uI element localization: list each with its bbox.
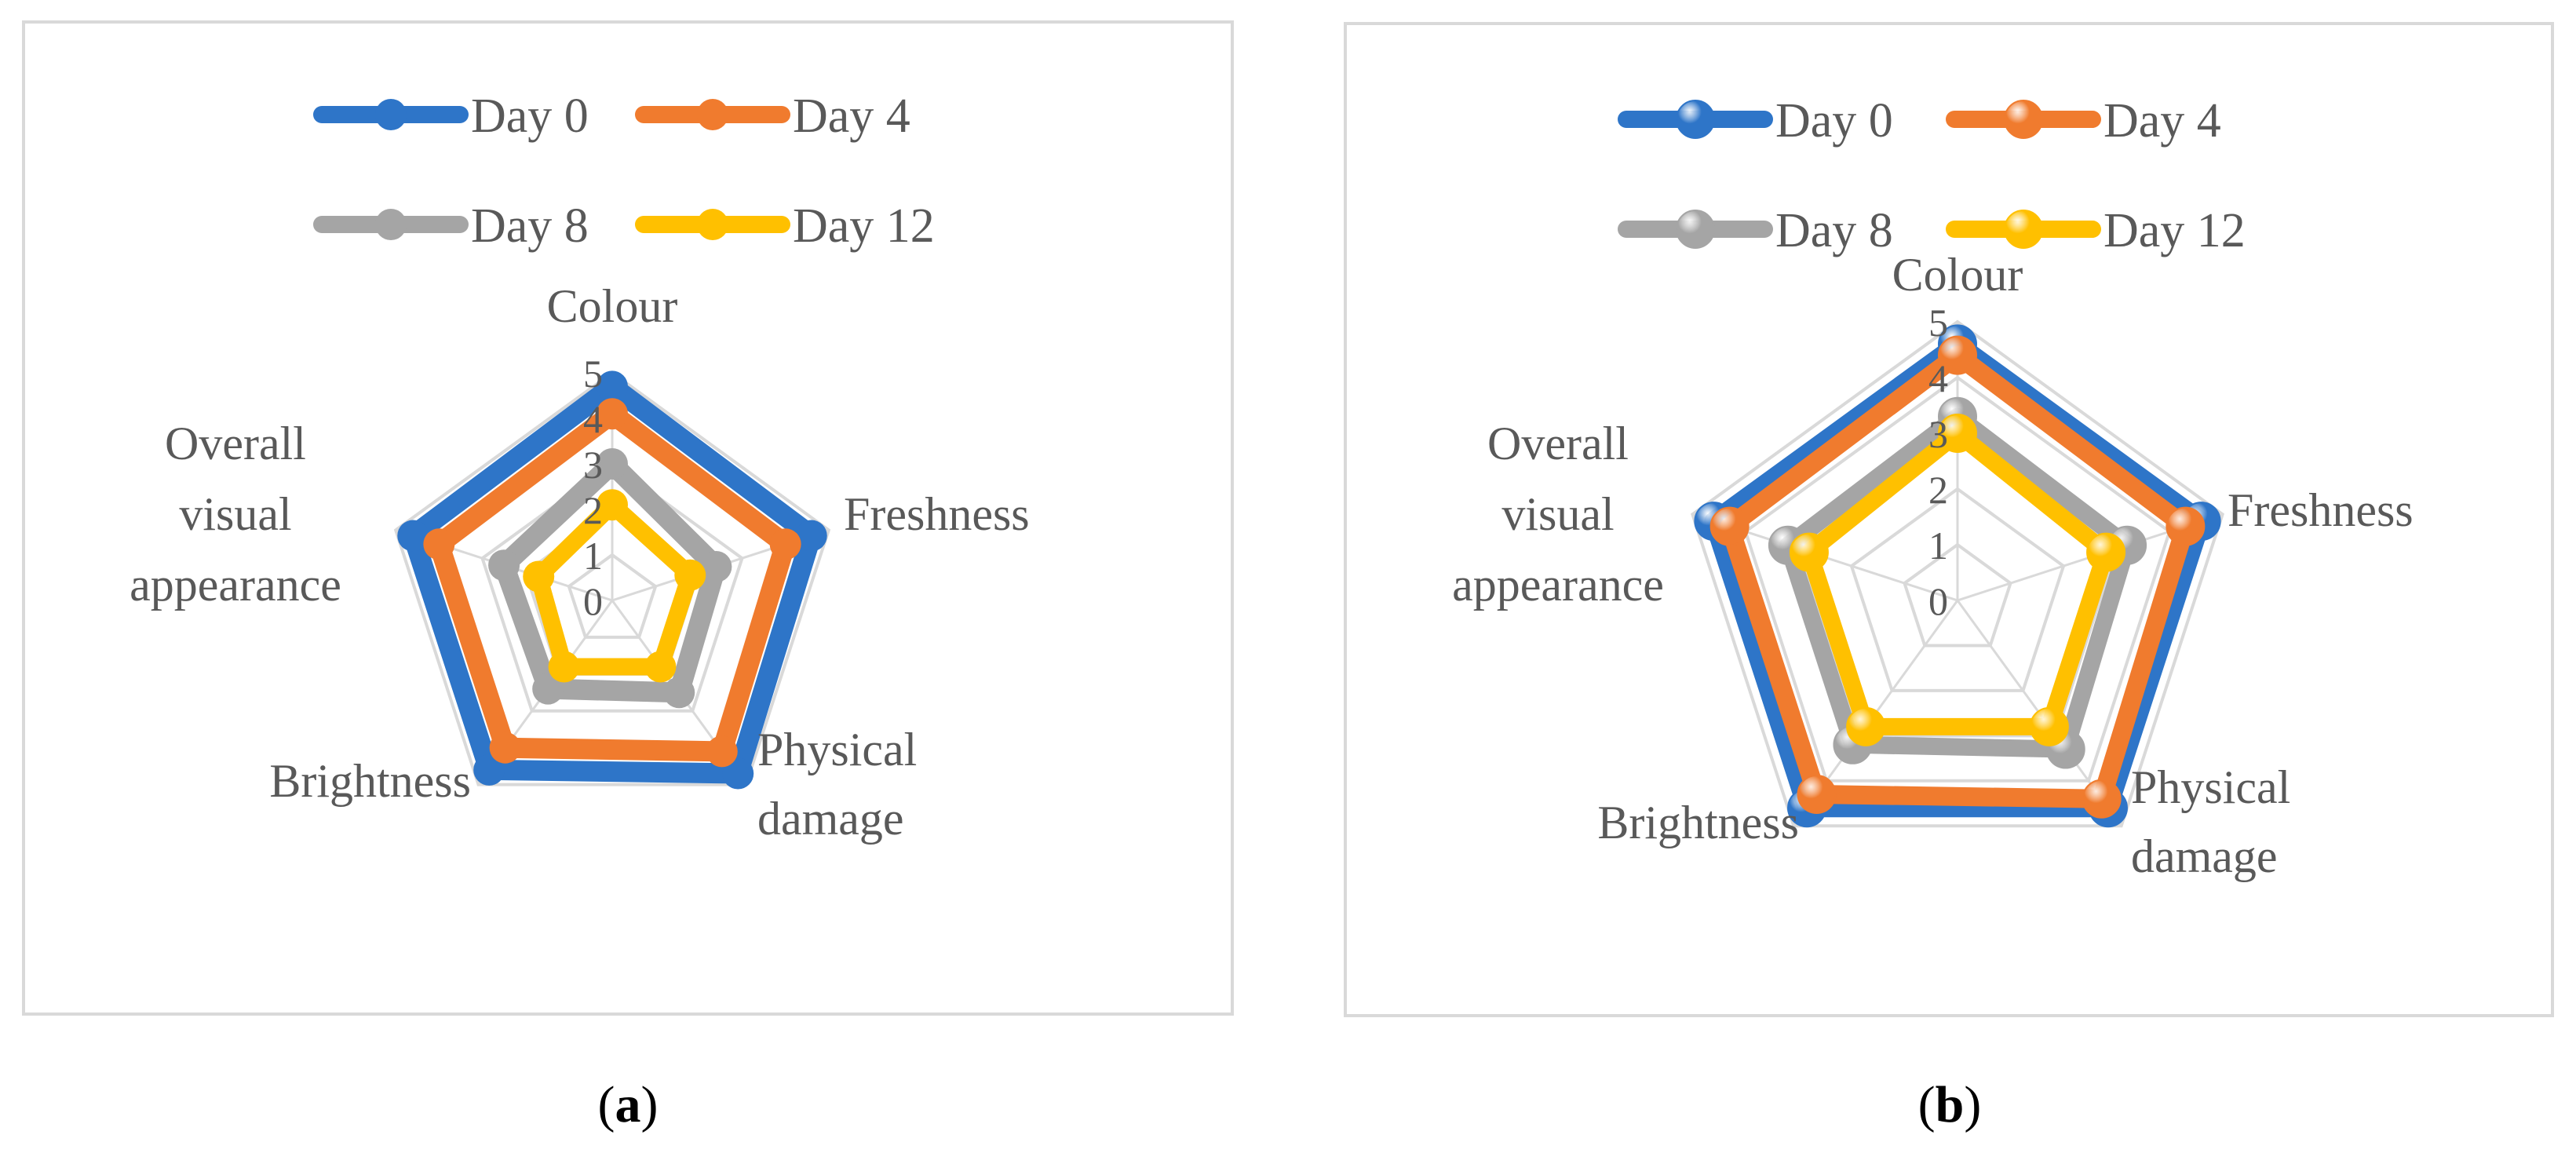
legend-item-day-12: Day 12	[1946, 204, 2246, 257]
legend-swatch-marker	[375, 209, 407, 240]
data-point-day-12-brightness	[548, 651, 580, 683]
series-line-day-8	[494, 454, 727, 703]
tick-label-2: 2	[1928, 468, 1948, 512]
data-point-day-12-overall-visual-appearance	[1789, 532, 1829, 572]
tick-label-0: 0	[583, 579, 603, 623]
legend-label: Day 12	[2103, 204, 2246, 257]
series-line-day-0	[1704, 334, 2211, 818]
data-point-day-4-brightness	[489, 732, 521, 764]
grid-ring-2	[1849, 487, 2066, 692]
data-point-day-4-brightness	[1797, 774, 1837, 814]
legend-label: Day 0	[471, 89, 589, 143]
axis-label-brightness: Brightness	[1597, 797, 1799, 848]
data-point-day-0-overall-visual-appearance	[397, 520, 429, 552]
data-point-day-8-colour	[597, 448, 628, 480]
tick-label-3: 3	[1928, 412, 1948, 456]
legend-swatch-marker	[697, 209, 728, 240]
tick-label-4: 4	[583, 397, 603, 441]
axis-label-brightness: Brightness	[269, 755, 471, 807]
legend-item-day-0: Day 0	[313, 89, 589, 143]
series-line-day-0	[403, 376, 822, 784]
legend-item-day-8: Day 8	[313, 199, 589, 253]
series-line-day-4	[429, 403, 796, 762]
legend-swatch-marker	[375, 99, 407, 130]
series-line-day-12	[1800, 425, 2115, 735]
data-point-day-12-brightness	[1846, 706, 1886, 746]
data-point-day-4-physical-damage	[706, 735, 738, 768]
legend-swatch-marker	[1676, 210, 1715, 249]
legend-item-day-0: Day 0	[1618, 94, 1893, 148]
data-point-day-0-physical-damage	[722, 757, 754, 790]
legend-item-day-12: Day 12	[635, 199, 935, 253]
data-point-day-12-overall-visual-appearance	[523, 560, 555, 593]
grid-ring-4	[1743, 375, 2172, 783]
grid-ring-3	[480, 462, 744, 713]
data-point-day-8-freshness	[700, 550, 732, 582]
legend-label: Day 8	[471, 199, 589, 253]
chart-panel-b	[1344, 22, 2554, 1017]
data-point-day-0-freshness	[795, 520, 827, 552]
legend-label: Day 4	[793, 89, 910, 143]
axis-label-freshness: Freshness	[844, 488, 1030, 540]
data-point-day-12-colour	[1938, 414, 1977, 453]
data-point-day-12-freshness	[674, 559, 706, 591]
data-point-day-12-physical-damage	[644, 651, 677, 683]
legend-label: Day 0	[1775, 94, 1893, 148]
legend-label: Day 8	[1775, 204, 1893, 257]
data-point-day-4-overall-visual-appearance	[1709, 506, 1750, 546]
tick-label-3: 3	[583, 443, 603, 487]
legend-item-day-4: Day 4	[635, 89, 910, 143]
data-point-day-12-colour	[597, 489, 628, 521]
grid-ring-5	[1691, 319, 2224, 828]
tick-label-1: 1	[1928, 524, 1948, 567]
tick-label-0: 0	[1928, 579, 1948, 623]
data-point-day-0-colour	[597, 370, 628, 403]
series-line-day-4	[1720, 345, 2195, 808]
series-line-day-8	[1779, 407, 2136, 758]
data-point-day-4-physical-damage	[2082, 779, 2122, 819]
legend-label: Day 12	[793, 199, 935, 253]
tick-label-5: 5	[583, 352, 603, 396]
caption-a-letter: a	[615, 1076, 641, 1133]
tick-label-4: 4	[1928, 356, 1948, 400]
series-line-day-12	[530, 496, 699, 676]
data-point-day-8-brightness	[532, 673, 564, 705]
legend-item-day-8: Day 8	[1618, 204, 1893, 257]
legend-label: Day 4	[2103, 94, 2221, 148]
data-point-day-8-physical-damage	[663, 677, 695, 709]
axis-label-colour: Colour	[1892, 249, 2023, 301]
legend-swatch-marker	[2004, 100, 2043, 139]
legend-swatch-marker	[1676, 100, 1715, 139]
tick-label-5: 5	[1928, 301, 1948, 345]
axis-label-colour: Colour	[547, 280, 678, 332]
data-point-day-4-overall-visual-appearance	[423, 528, 455, 560]
data-point-day-4-colour	[1938, 335, 1977, 375]
legend-swatch-marker	[2004, 210, 2043, 249]
axis-label-freshness: Freshness	[2228, 484, 2414, 536]
grid-ring-1	[567, 553, 658, 639]
data-point-day-8-overall-visual-appearance	[488, 549, 520, 582]
data-point-day-4-freshness	[769, 528, 801, 560]
legend-item-day-4: Day 4	[1946, 94, 2221, 148]
data-point-day-4-colour	[597, 398, 628, 430]
tick-label-2: 2	[583, 488, 603, 532]
caption-b: (b)	[1917, 1076, 1982, 1133]
legend-swatch-marker	[697, 99, 728, 130]
data-point-day-12-freshness	[2086, 532, 2126, 572]
grid-ring-1	[1903, 542, 2012, 648]
grid-ring-5	[393, 370, 831, 786]
caption-b-letter: b	[1935, 1076, 1965, 1133]
data-point-day-4-freshness	[2166, 506, 2206, 546]
tick-label-1: 1	[583, 534, 603, 578]
caption-a: (a)	[597, 1076, 659, 1133]
data-point-day-12-physical-damage	[2029, 706, 2069, 746]
data-point-day-0-brightness	[473, 753, 505, 786]
